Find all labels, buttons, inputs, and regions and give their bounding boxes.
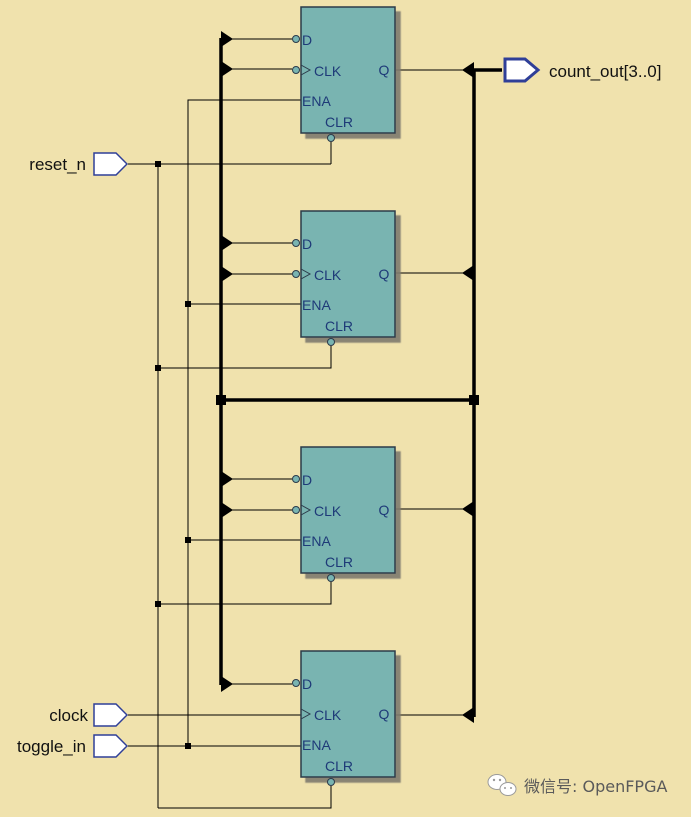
pin-d-label: D [302, 236, 312, 252]
clock-edge-marker [300, 268, 312, 280]
pin-q-label: Q [379, 706, 390, 722]
pin-clk-label: CLK [314, 63, 342, 79]
reset-net [128, 142, 332, 809]
clock-edge-marker [300, 64, 312, 76]
bus-taps [221, 38, 292, 685]
clock-edge-marker [300, 708, 312, 720]
junctions [155, 161, 479, 749]
enable-net [128, 99, 302, 747]
count-out-port[interactable]: count_out[3..0] [503, 57, 661, 83]
pin-clr-label: CLR [325, 318, 353, 334]
q-wires [396, 69, 474, 716]
pin-d-label: D [302, 676, 312, 692]
pin-ena-label: ENA [302, 93, 331, 109]
count-out-label: count_out[3..0] [549, 62, 661, 81]
clock-port[interactable]: clock [49, 703, 129, 727]
pin-d-label: D [302, 32, 312, 48]
pin-clr-label: CLR [325, 554, 353, 570]
pin-ena-label: ENA [302, 737, 331, 753]
pin-q-label: Q [379, 502, 390, 518]
pin-clk-label: CLK [314, 707, 342, 723]
d-inversion-bubble [292, 35, 300, 43]
bus-arrows [221, 31, 474, 723]
feedback-bus [219, 38, 502, 717]
clr-inversion-bubble [327, 338, 335, 346]
clr-inversion-bubble [327, 574, 335, 582]
pin-q-label: Q [379, 266, 390, 282]
clk-inversion-bubble [292, 506, 300, 514]
flip-flop-body [300, 650, 396, 778]
pin-ena-label: ENA [302, 297, 331, 313]
clk-inversion-bubble [292, 270, 300, 278]
watermark: 微信号: OpenFPGA [487, 774, 667, 796]
pin-q-label: Q [379, 62, 390, 78]
toggle-in-label: toggle_in [17, 737, 86, 756]
clr-inversion-bubble [327, 778, 335, 786]
flip-flops: DCLKENAQCLRDCLKENAQCLRDCLKENAQCLRDCLKENA… [292, 6, 396, 786]
toggle-in-port[interactable]: toggle_in [17, 734, 129, 758]
pin-clk-label: CLK [314, 503, 342, 519]
clr-inversion-bubble [327, 134, 335, 142]
clock-label: clock [49, 706, 88, 725]
d-inversion-bubble [292, 239, 300, 247]
pin-clr-label: CLR [325, 114, 353, 130]
reset-n-port[interactable]: reset_n [29, 152, 129, 176]
watermark-text: 微信号: OpenFPGA [524, 777, 667, 796]
pin-clr-label: CLR [325, 758, 353, 774]
d-inversion-bubble [292, 475, 300, 483]
wechat-icon [487, 774, 517, 796]
clk-inversion-bubble [292, 66, 300, 74]
pin-d-label: D [302, 472, 312, 488]
pin-ena-label: ENA [302, 533, 331, 549]
flip-flop-body [300, 210, 396, 338]
flip-flop-body [300, 6, 396, 134]
flip-flop-body [300, 446, 396, 574]
reset-n-label: reset_n [29, 155, 86, 174]
clock-edge-marker [300, 504, 312, 516]
d-inversion-bubble [292, 679, 300, 687]
pin-clk-label: CLK [314, 267, 342, 283]
